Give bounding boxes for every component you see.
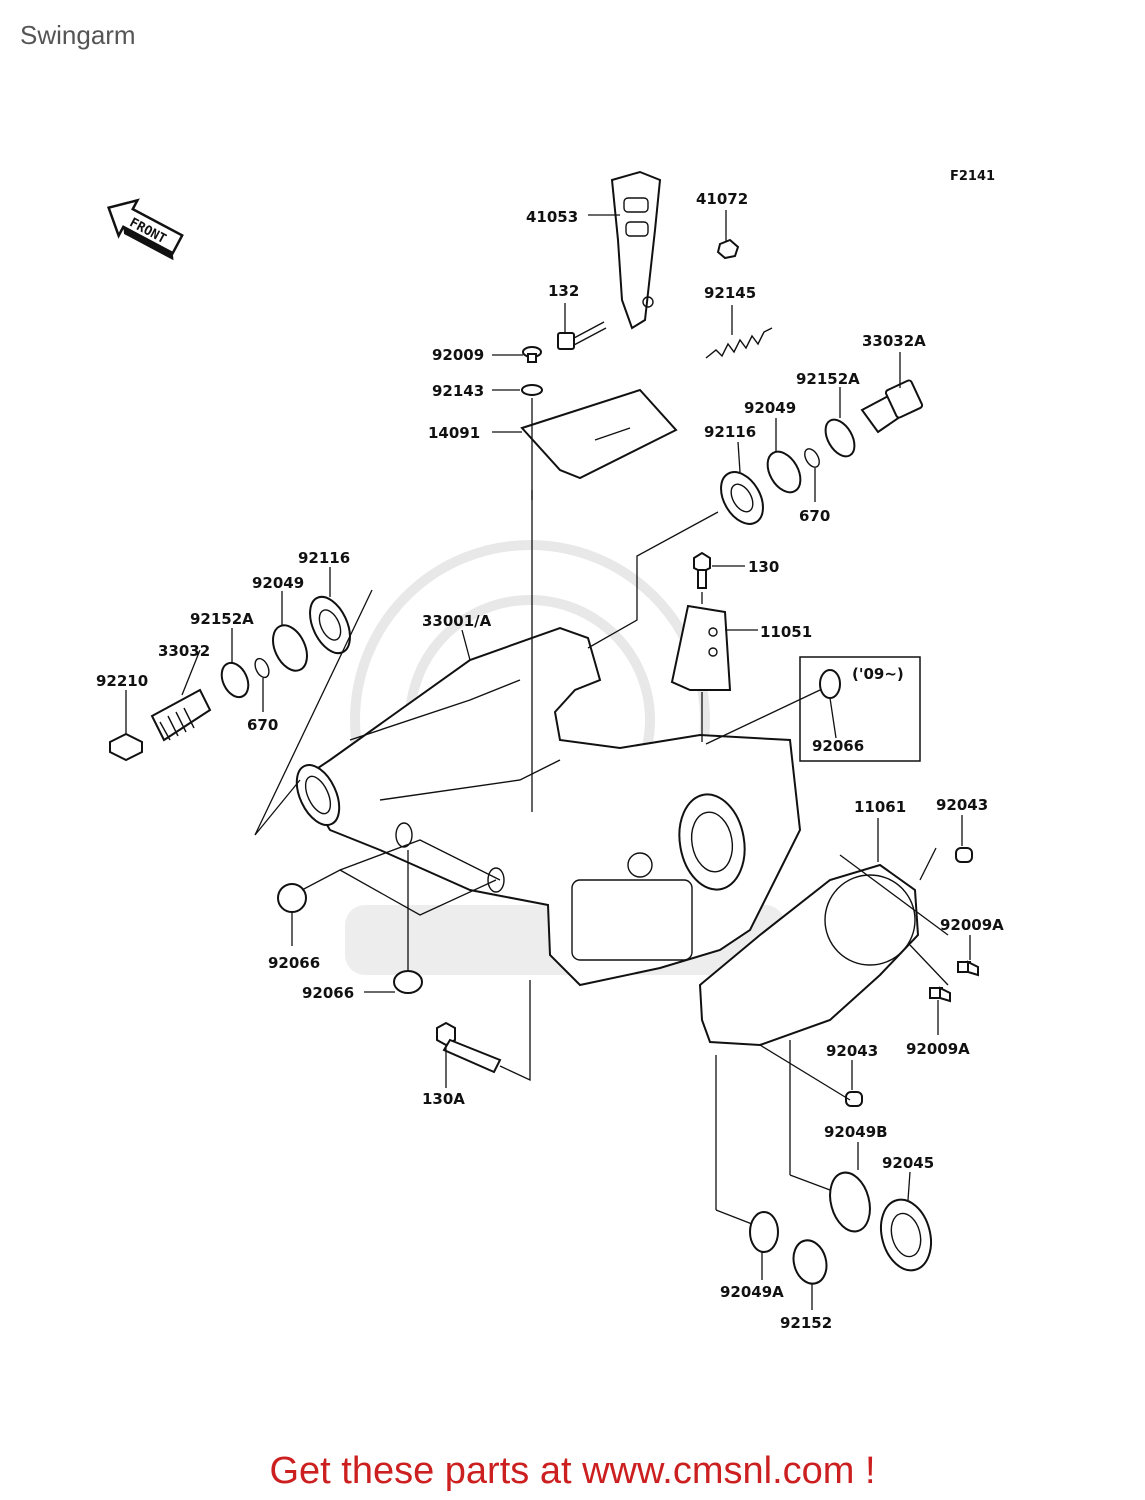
collar-92152a-left-icon (220, 661, 250, 699)
callout-33032: 33032 (158, 642, 210, 660)
callout-670-left: 670 (247, 716, 278, 734)
seal-92049a-icon (749, 1211, 779, 1253)
grommet-92066-bottom-icon (393, 970, 423, 994)
nut-92210-icon (109, 732, 143, 762)
washer-92143-icon (521, 384, 543, 396)
footer-link[interactable]: Get these parts at www.cmsnl.com ! (269, 1450, 876, 1492)
callout-92049b: 92049B (824, 1123, 888, 1141)
variant-box (799, 656, 921, 762)
shaft-33032-icon (150, 688, 212, 742)
callout-92043-upper: 92043 (936, 796, 988, 814)
callout-92116-right: 92116 (704, 423, 756, 441)
bracket-11051-icon (670, 604, 732, 691)
bolt-132-icon (557, 321, 607, 350)
callout-92066-bottom: 92066 (302, 984, 354, 1002)
callout-92210: 92210 (96, 672, 148, 690)
callout-33032a: 33032A (862, 332, 926, 350)
callout-92152a-right: 92152A (796, 370, 860, 388)
seal-92049b-icon (829, 1171, 871, 1233)
callout-41053: 41053 (526, 208, 578, 226)
spring-92145-icon (705, 327, 773, 359)
callout-92049a: 92049A (720, 1283, 784, 1301)
callout-92009: 92009 (432, 346, 484, 364)
figure-code: F2141 (950, 169, 995, 184)
callout-92066-left: 92066 (268, 954, 320, 972)
callout-labels: 41053 41072 132 92145 33032A 92009 92143… (96, 190, 1004, 1332)
seal-92049-right-icon (766, 450, 802, 494)
callout-92049-right: 92049 (744, 399, 796, 417)
bearing-92116-left-icon (309, 595, 351, 655)
callout-11051: 11051 (760, 623, 812, 641)
bearing-92116-right-icon (720, 471, 764, 525)
callout-92049-left: 92049 (252, 574, 304, 592)
variant-note: ('09~) (852, 665, 904, 683)
shaft-33032a-icon (860, 379, 924, 434)
callout-33001a: 33001/A (422, 612, 492, 630)
callout-92152a-left: 92152A (190, 610, 254, 628)
callout-14091: 14091 (428, 424, 480, 442)
callout-92116-left: 92116 (298, 549, 350, 567)
ring-670-right-icon (804, 448, 820, 468)
leader-lines (125, 210, 971, 1310)
grommet-92066-mid-icon (487, 867, 505, 893)
dowel-92043-lower-icon (845, 1091, 863, 1107)
callout-92009a-upper: 92009A (940, 916, 1004, 934)
callout-130a: 130A (422, 1090, 465, 1108)
ring-670-left-icon (254, 657, 270, 679)
callout-92152: 92152 (780, 1314, 832, 1332)
callout-92143: 92143 (432, 382, 484, 400)
collar-92152a-right-icon (824, 418, 856, 458)
callout-92145: 92145 (704, 284, 756, 302)
callout-41072: 41072 (696, 190, 748, 208)
nut-41072-icon (716, 238, 740, 260)
callout-670-right: 670 (799, 507, 830, 525)
grommet-92066-upper-icon (395, 822, 413, 848)
callout-130: 130 (748, 558, 779, 576)
plate-14091-icon (520, 388, 678, 480)
bearing-92152-icon (792, 1239, 828, 1285)
callout-92066-variant: 92066 (812, 737, 864, 755)
dowel-92043-upper-icon (955, 847, 973, 863)
bearing-92045-icon (880, 1198, 932, 1272)
seal-92049-left-icon (272, 624, 308, 672)
callout-132: 132 (548, 282, 579, 300)
bolt-92009a-upper-icon (957, 960, 979, 977)
grommet-92066-left-icon (277, 883, 307, 913)
front-arrow-icon: FRONT (106, 198, 184, 261)
callout-92045: 92045 (882, 1154, 934, 1172)
screw-92009-icon (522, 346, 542, 363)
parts-diagram: FRONT F2141 (96, 169, 1004, 1332)
bolt-92009a-lower-icon (929, 986, 951, 1003)
bolt-130-icon (693, 551, 711, 589)
bracket-41053-icon (610, 170, 662, 330)
callout-11061: 11061 (854, 798, 906, 816)
callout-92043-lower: 92043 (826, 1042, 878, 1060)
swingarm-33001-icon (295, 626, 802, 987)
grommet-92066-variant-icon (819, 669, 841, 699)
callout-92009a-lower: 92009A (906, 1040, 970, 1058)
page-title: Swingarm (20, 20, 136, 50)
